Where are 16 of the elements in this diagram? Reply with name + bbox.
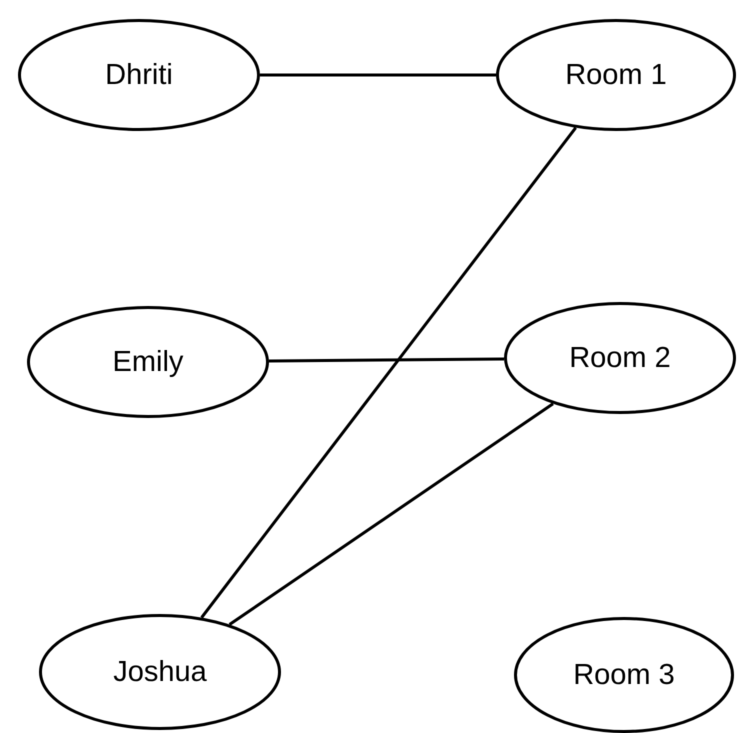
- connector-line: [260, 74, 496, 76]
- node-label: Room 2: [569, 342, 671, 374]
- node-label: Dhriti: [105, 58, 173, 92]
- ellipse-node: [504, 302, 736, 414]
- ellipse-node: [496, 19, 736, 131]
- node-label: Room 1: [565, 58, 667, 92]
- node-label: Emily: [112, 346, 184, 378]
- node-label: Room 3: [573, 658, 675, 692]
- connector-line: [228, 402, 554, 626]
- ellipse-node: [27, 306, 269, 418]
- ellipse-node: [18, 19, 260, 131]
- connector-line: [200, 126, 577, 618]
- ellipse-node: [39, 614, 281, 730]
- connector-line: [268, 357, 504, 362]
- node-label: Joshua: [113, 656, 207, 688]
- ellipse-node: [514, 617, 734, 733]
